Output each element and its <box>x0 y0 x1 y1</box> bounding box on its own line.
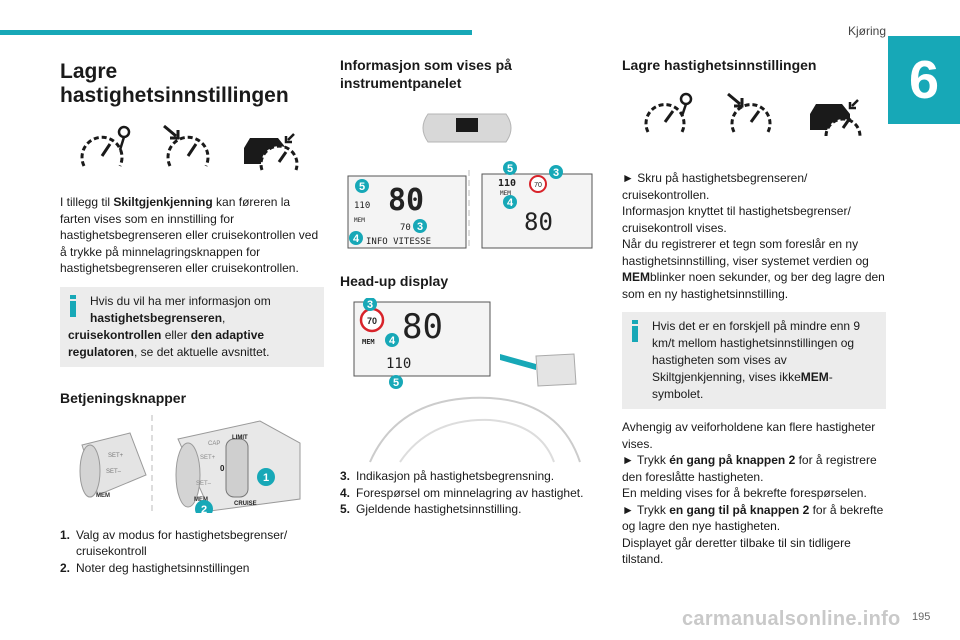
paragraph-info-shown: Informasjon knyttet til hastighetsbegren… <box>622 204 851 235</box>
svg-text:3: 3 <box>417 221 423 233</box>
chapter-tab: 6 <box>888 36 960 124</box>
control-stalk-figure: SET+ SET– MEM LIMIT CRUISE 0 CAP SET+ SE… <box>79 414 301 513</box>
info-icon <box>630 320 640 342</box>
svg-text:1: 1 <box>263 472 269 484</box>
hud-list: 3.Indikasjon på hastighetsbegrensning. 4… <box>340 468 594 518</box>
svg-text:MEM: MEM <box>194 497 208 503</box>
svg-text:70: 70 <box>400 223 411 233</box>
svg-text:CRUISE: CRUISE <box>234 501 257 507</box>
instrument-panel-heading: Informasjon som vises på instrumentpanel… <box>340 57 512 91</box>
svg-text:2: 2 <box>201 504 207 513</box>
icon-row <box>80 124 299 171</box>
paragraph-new-setting: Når du registrerer et tegn som foreslår … <box>622 237 885 301</box>
svg-text:SET+: SET+ <box>200 455 216 461</box>
svg-text:MEM: MEM <box>96 493 110 499</box>
speedometer-arrow-icon <box>727 92 772 133</box>
svg-text:5: 5 <box>393 377 399 389</box>
info-box: Hvis du vil ha mer informasjon om hastig… <box>60 286 324 367</box>
callout-1 <box>257 467 275 486</box>
paragraph-return: Displayet går deretter tilbake til sin t… <box>622 535 851 567</box>
speedometer-arrow-icon <box>163 124 210 167</box>
intro-paragraph: I tillegg til Skiltgjenkjenning kan føre… <box>60 195 319 275</box>
info-box: Hvis det er en forskjell på mindre enn 9… <box>622 312 886 409</box>
stalk-right: LIMIT CRUISE 0 CAP SET+ SET– MEM 1 2 <box>175 419 301 513</box>
svg-text:110: 110 <box>386 356 411 372</box>
stalk-left: SET+ SET– MEM <box>79 431 147 499</box>
svg-text:80: 80 <box>402 307 443 347</box>
hud-heading: Head-up display <box>340 273 449 289</box>
svg-text:5: 5 <box>359 181 365 193</box>
paragraph-road-conditions: Avhengig av veiforholdene kan flere hast… <box>622 420 876 451</box>
svg-text:70: 70 <box>534 182 542 189</box>
step-1: ► Skru på hastighetsbegrenseren/ cruisek… <box>622 171 808 202</box>
left-display: 80 110 MEM 70 INFO VITESSE 5 3 4 <box>347 175 467 249</box>
svg-text:MEM: MEM <box>500 190 511 197</box>
store-setting-heading: Lagre hastighetsinnstillingen <box>622 57 817 73</box>
step-2: ► Trykk én gang på knappen 2 for å regis… <box>622 453 877 484</box>
page-number: 195 <box>912 611 931 623</box>
svg-text:LIMIT: LIMIT <box>232 435 248 441</box>
list-item: 1.Valg av modus for hastighetsbegrenser/… <box>60 527 288 559</box>
svg-text:4: 4 <box>353 233 360 245</box>
column-middle: Informasjon som vises på instrumentpanel… <box>340 56 594 518</box>
svg-text:CAP: CAP <box>208 441 220 447</box>
controls-heading: Betjeningsknapper <box>60 389 187 406</box>
instrument-cluster-icon <box>422 113 512 143</box>
info-icon <box>68 294 78 317</box>
speedometer-flag-icon <box>644 92 693 133</box>
icon-row <box>644 92 862 137</box>
instrument-displays-figure: 80 110 MEM 70 INFO VITESSE 5 3 4 110 MEM… <box>347 161 593 250</box>
svg-text:4: 4 <box>389 335 396 347</box>
speedometer-flag-icon <box>80 125 131 167</box>
list-item: 2.Noter deg hastighetsinnstillingen <box>60 560 250 575</box>
callout-2 <box>195 499 213 513</box>
hud-figure: 70 80 MEM 110 3 4 5 <box>353 298 581 463</box>
page-title: Lagre hastighetsinnstillingen <box>60 60 289 107</box>
list-item: 3.Indikasjon på hastighetsbegrensning. <box>340 469 555 483</box>
svg-text:MEM: MEM <box>354 217 365 224</box>
right-display: 110 MEM 70 80 5 3 4 <box>481 161 593 249</box>
svg-text:3: 3 <box>367 299 373 311</box>
svg-text:SET+: SET+ <box>108 453 124 459</box>
svg-text:SET–: SET– <box>106 469 122 475</box>
car-speedometer-icon <box>244 133 299 171</box>
svg-text:3: 3 <box>553 167 559 179</box>
list-item: 5.Gjeldende hastighetsinnstilling. <box>340 502 522 516</box>
svg-text:MEM: MEM <box>362 338 375 346</box>
svg-text:110: 110 <box>354 201 370 211</box>
svg-text:4: 4 <box>507 197 514 209</box>
svg-text:0: 0 <box>220 464 225 473</box>
step-3: ► Trykk en gang til på knappen 2 for å b… <box>622 502 884 534</box>
controls-list: 1.Valg av modus for hastighetsbegrenser/… <box>60 527 324 577</box>
section-name: Kjøring <box>847 24 886 38</box>
svg-text:110: 110 <box>498 178 516 189</box>
paragraph-confirm-message: En melding vises for å bekrefte forespør… <box>622 486 867 500</box>
svg-text:80: 80 <box>524 208 553 236</box>
svg-text:INFO VITESSE: INFO VITESSE <box>366 237 431 247</box>
svg-text:SET–: SET– <box>196 481 212 487</box>
car-speedometer-icon <box>810 99 862 137</box>
top-accent-bar <box>0 30 472 35</box>
svg-text:5: 5 <box>507 163 513 175</box>
list-item: 4.Forespørsel om minnelagring av hastigh… <box>340 485 584 500</box>
svg-text:70: 70 <box>367 316 377 326</box>
column-right: Lagre hastighetsinnstillingen ► Skru på … <box>622 56 886 568</box>
column-left: Lagre hastighetsinnstillingen I tillegg … <box>60 56 324 576</box>
svg-text:80: 80 <box>388 183 424 218</box>
watermark: carmanualsonline.info <box>682 608 901 630</box>
